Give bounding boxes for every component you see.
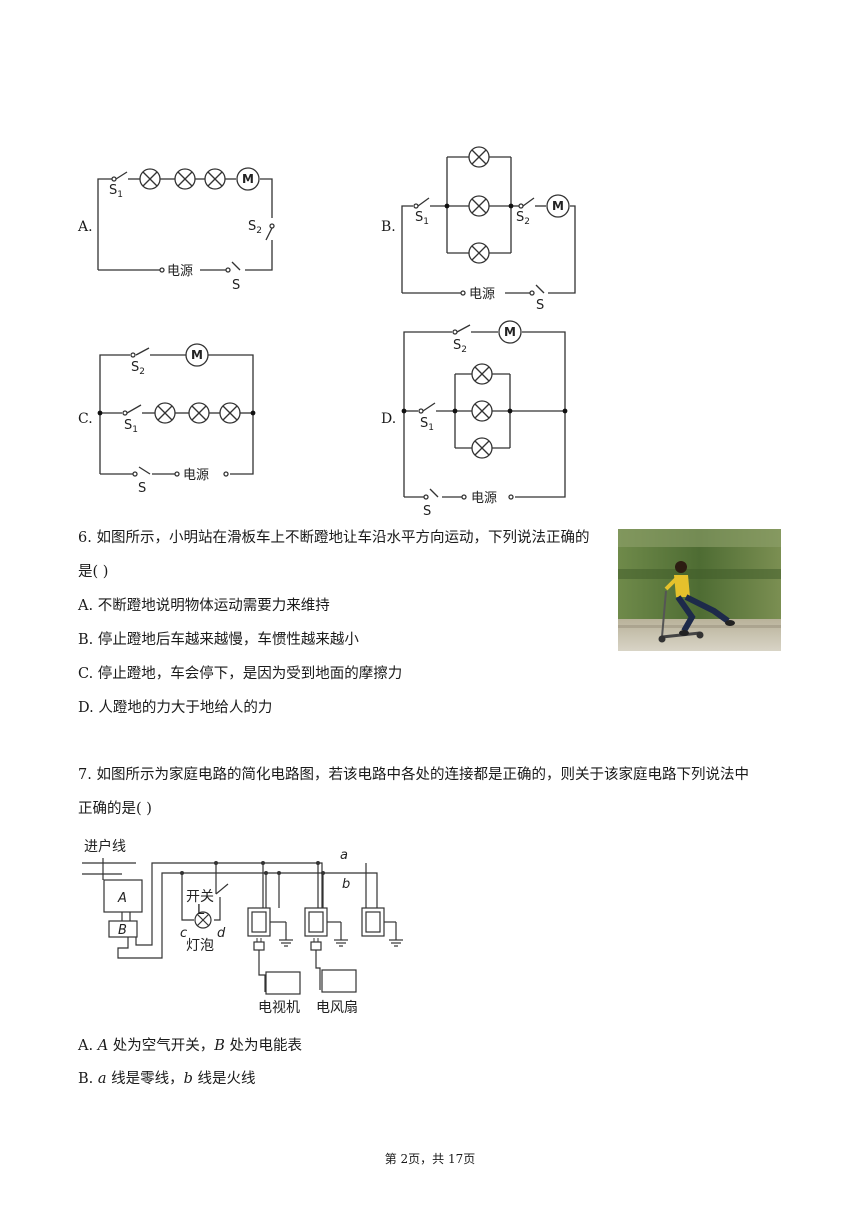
q7-choice-b: B. a 线是零线，b 线是火线: [78, 1071, 256, 1087]
circuit-b: [401, 156, 576, 296]
power-label: 电源: [167, 264, 193, 279]
option-c-letter: C.: [78, 411, 93, 427]
option-a-letter: A.: [78, 219, 93, 235]
option-d-letter: D.: [381, 411, 397, 427]
label-entry-line: 进户线: [84, 838, 126, 855]
label-node-c: c: [180, 926, 187, 941]
q6-choice-d: D. 人蹬地的力大于地给人的力: [78, 700, 273, 716]
label-node-d: d: [217, 926, 226, 941]
q6-stem-line1: 6. 如图所示，小明站在滑板车上不断蹬地让车沿水平方向运动，下列说法正确的: [78, 530, 590, 546]
q5-circuit-diagrams: M M M M 电源 电源 电源 电源 S1 S2 S S1 S2 S S2 S…: [97, 146, 576, 519]
option-b-letter: B.: [381, 219, 396, 235]
label-line-a: a: [340, 848, 348, 863]
label-line-b: b: [342, 877, 350, 892]
page-footer: 第 2页，共 17页: [384, 1152, 476, 1166]
switch-label-s1: S1: [109, 183, 123, 200]
motor-label: M: [552, 199, 564, 213]
switch-label-s: S: [536, 298, 544, 313]
q7-stem-line2: 正确的是( ): [78, 801, 152, 817]
q6-choice-a: A. 不断蹬地说明物体运动需要力来维持: [78, 598, 330, 614]
label-lamp-l: L: [197, 903, 205, 918]
motor-label: M: [504, 325, 516, 339]
power-label: 电源: [471, 491, 497, 506]
household-circuit-diagram: 进户线 开关 灯泡 电视机 电风扇 A B c d a b L: [82, 838, 403, 1016]
q6-stem-line2: 是( ): [78, 564, 109, 580]
switch-label-s2: S2: [516, 210, 530, 227]
circuit-d: [403, 324, 566, 500]
bulb-icon: [194, 911, 212, 929]
switch-label-s2: S2: [248, 219, 262, 236]
scooter-photo: [618, 529, 781, 651]
q6-choice-c: C. 停止蹬地，车会停下，是因为受到地面的摩擦力: [78, 666, 403, 682]
label-bulb: 灯泡: [186, 938, 214, 954]
power-label: 电源: [183, 468, 209, 483]
switch-label-s: S: [138, 481, 146, 496]
motor-label: M: [242, 172, 254, 186]
motor-label: M: [191, 348, 203, 362]
q7-stem-line1: 7. 如图所示为家庭电路的简化电路图，若该电路中各处的连接都是正确的，则关于该家…: [78, 767, 749, 783]
q7-choice-a: A. A 处为空气开关，B 处为电能表: [78, 1038, 303, 1054]
circuit-a: [97, 171, 275, 273]
switch-label-s2: S2: [131, 360, 145, 377]
switch-label-s1: S1: [420, 416, 434, 433]
motor-icon: [185, 167, 570, 367]
switch-label-s1: S1: [415, 210, 429, 227]
label-fan: 电风扇: [316, 1000, 358, 1016]
switch-label-s2: S2: [453, 338, 467, 355]
label-box-a: A: [117, 891, 127, 906]
label-switch: 开关: [186, 889, 214, 905]
power-label: 电源: [469, 287, 495, 302]
label-tv: 电视机: [258, 1000, 300, 1016]
switch-label-s1: S1: [124, 418, 138, 435]
q6-choice-b: B. 停止蹬地后车越来越慢，车惯性越来越小: [78, 632, 359, 648]
circuit-c: [99, 347, 254, 477]
switch-label-s: S: [232, 278, 240, 293]
switch-label-s: S: [423, 504, 431, 519]
label-box-b: B: [118, 923, 127, 938]
